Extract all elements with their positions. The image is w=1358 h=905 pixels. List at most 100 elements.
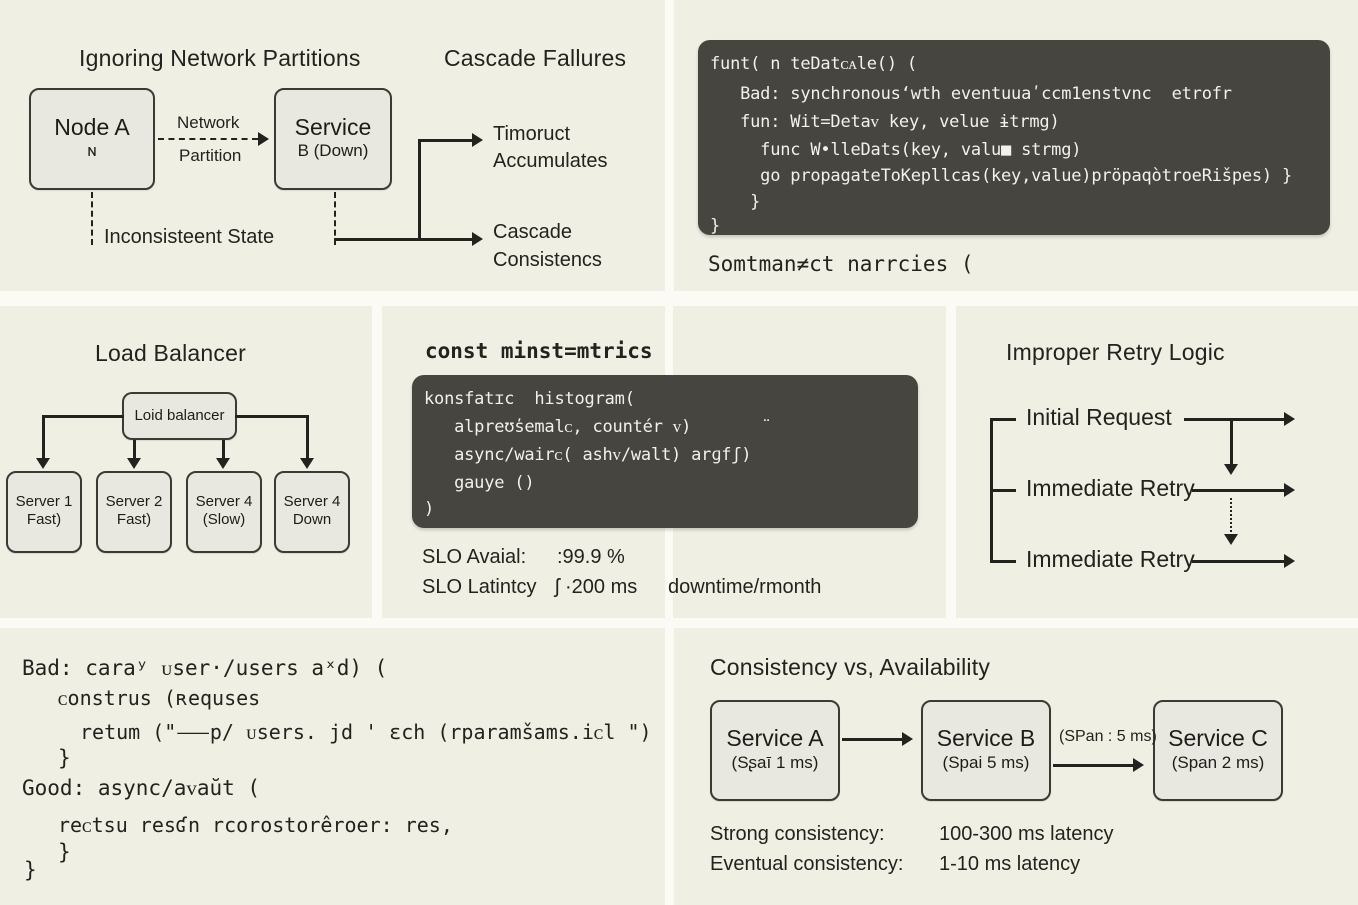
node-server-4-line2: Down <box>292 511 332 529</box>
retry-step-2-label: Immediate Retry <box>1026 475 1195 501</box>
metrics-code-line-0: konsfatɪc histogram( <box>424 389 635 409</box>
metrics-code-line-3: gauye () <box>424 473 535 493</box>
async-code-line-1: ᴄonstrus (ʀequses <box>58 686 261 710</box>
sync-code-line-3: func W•lleDats(key, valu■ strmg) <box>710 140 1082 160</box>
sync-code-line-1: Bad: synchronous‘wth eventuuaʹccm1enstvn… <box>710 84 1232 104</box>
node-service-c-line1: Service C <box>1168 725 1268 752</box>
retry-step-1-arrow-line <box>1184 418 1288 421</box>
node-load-balancer-root: Loid balancer <box>122 392 237 440</box>
node-service-b-line1: Service <box>294 113 372 140</box>
cascade-branch-1-line2: Accumulates <box>493 150 608 172</box>
node-service-c: Service C (Span 2 ms) <box>1153 700 1283 801</box>
node-server-1: Server 1 Fast) <box>6 471 82 553</box>
node-service-a-line2: (Sʂaī 1 ms) <box>731 752 819 772</box>
retry-connector-solid-arrowhead <box>1224 464 1238 475</box>
cascade-branch-2-line2: Consistencs <box>493 249 602 271</box>
async-code-line-0-rest: caraʸ ᴜser·/users aˣd) ( <box>72 656 388 680</box>
cascade-branch-2-line1: Cascade <box>493 221 572 243</box>
sync-code-line-2: fun: Wit=Detaᴠ key, velue ɨtrmg) <box>710 112 1060 132</box>
strong-consistency-value: 100-300 ms latency <box>939 823 1114 845</box>
retry-bracket-tick-2 <box>990 489 1016 492</box>
async-code-line-0: Bad: caraʸ ᴜser·/users aˣd) ( <box>22 656 387 681</box>
retry-step-3-arrowhead <box>1284 554 1295 568</box>
node-service-b: Service B (Down) <box>274 88 392 190</box>
node-server-2: Server 2 Fast) <box>96 471 172 553</box>
lb-arrowhead-3 <box>216 458 230 469</box>
network-partition-label-line1: Network <box>177 113 240 132</box>
network-partition-arrowhead <box>258 132 269 146</box>
slo-availability-value: :99.9 % <box>557 546 625 568</box>
panel-async-code: Bad: caraʸ ᴜser·/users aˣd) ( ᴄonstrus (… <box>0 628 665 905</box>
panel-network-partitions: Ignoring Network Partitions Node A ɴ Ser… <box>0 0 665 291</box>
panel-retry-logic: Improper Retry Logic Initial Request Imm… <box>956 306 1358 618</box>
retry-connector-dotted <box>1230 498 1232 536</box>
sync-code-block: funt( n teDatᴄᴀle() ( Bad: synchronous‘w… <box>698 40 1330 235</box>
slo-latency-extra: downtime/rmonth <box>668 576 822 598</box>
eventual-consistency-value: 1-10 ms latency <box>939 853 1081 875</box>
retry-step-1-arrowhead <box>1284 412 1295 426</box>
sync-code-line-6: } <box>710 216 721 235</box>
async-code-line-3: } <box>58 746 71 770</box>
async-code-line-4-prefix: Good: <box>22 776 86 800</box>
retry-connector-dotted-arrowhead <box>1224 534 1238 545</box>
metrics-code-block: konsfatɪc histogram( alpreʊs̕emalᴄ, coun… <box>412 375 918 528</box>
cascade-branch-2-arrowhead <box>472 232 483 246</box>
cascade-branch-1-arrowhead <box>472 133 483 147</box>
node-service-b-line2: B (Down) <box>297 141 369 161</box>
node-node-a-line1: Node A <box>54 113 130 140</box>
node-server-2-line2: Fast) <box>116 511 152 529</box>
retry-step-1-label: Initial Request <box>1026 404 1172 430</box>
lb-drop-4 <box>306 415 309 461</box>
async-code-line-4-rest: async/aᴠaŭt ( <box>85 776 261 800</box>
lb-drop-2 <box>133 440 136 461</box>
node-server-4: Server 4 Down <box>274 471 350 553</box>
consistency-arrow-ab-line <box>842 738 905 741</box>
node-server-3-line2: (Slow) <box>202 511 246 529</box>
cascade-branch-2-line <box>334 238 475 241</box>
slo-latency-label: SLO Latintcy <box>422 576 537 598</box>
async-code-line-2: retum ("⸺p/ ᴜsers. јd ' ɛch (rparamšams.… <box>80 720 652 744</box>
async-code-line-6: } <box>58 840 71 864</box>
node-service-a-line1: Service A <box>726 725 824 752</box>
cascade-branch-1-line <box>418 139 475 142</box>
service-b-drop-line <box>334 192 336 245</box>
sync-code-caption: Somtman≠ct narrcies ( <box>708 252 974 276</box>
metrics-code-line-4: ) <box>424 499 435 519</box>
panel-title-load-balancer: Load Balancer <box>95 340 246 366</box>
consistency-arrow-bc-line <box>1053 764 1137 767</box>
panel-load-balancer: Load Balancer Loid balancer Server 1 Fas… <box>0 306 372 618</box>
panel-title-network-partitions: Ignoring Network Partitions <box>79 45 361 71</box>
retry-connector-solid <box>1230 418 1233 466</box>
lb-arrowhead-4 <box>300 458 314 469</box>
retry-bracket-tick-3 <box>990 560 1016 563</box>
node-server-1-line1: Server 1 <box>15 492 73 510</box>
consistency-arrow-bc-arrowhead <box>1133 758 1144 772</box>
slo-latency-value: ʃ ·200 ms <box>555 576 638 598</box>
panel-title-retry-logic: Improper Retry Logic <box>1006 339 1225 365</box>
node-server-3: Server 4 (Slow) <box>186 471 262 553</box>
node-server-1-line2: Fast) <box>26 511 62 529</box>
lb-arrowhead-2 <box>127 458 141 469</box>
lb-bus-left <box>42 415 124 418</box>
node-service-c-line2: (Span 2 ms) <box>1171 752 1265 772</box>
panel-sync-code: funt( n teDatᴄᴀle() ( Bad: synchronous‘w… <box>674 0 1358 291</box>
cascade-branch-1-line1: Timoruct <box>493 123 571 145</box>
retry-step-2-arrow-line <box>1192 489 1288 492</box>
lb-drop-1 <box>42 415 45 461</box>
lb-arrowhead-1 <box>36 458 50 469</box>
sync-code-line-5: } <box>710 192 761 212</box>
async-code-line-4: Good: async/aᴠaŭt ( <box>22 776 260 801</box>
lb-drop-3 <box>222 440 225 461</box>
cascade-trunk-line <box>418 139 421 240</box>
node-a-drop-line <box>91 192 93 245</box>
node-node-a-line2: ɴ <box>87 141 97 161</box>
panel-consistency-availability: Consistency vs, Availability Service A (… <box>674 628 1358 905</box>
metrics-code-line-1: alpreʊs̕emalᴄ, countér ᴠ) ¨ <box>424 417 772 437</box>
consistency-arrow-ab-arrowhead <box>902 732 913 746</box>
node-server-4-line1: Server 4 <box>283 492 341 510</box>
panel-title-consistency-availability: Consistency vs, Availability <box>710 654 991 680</box>
metrics-heading: const minst=mtrics <box>425 339 653 363</box>
node-consistency-service-b-line2: (Spai 5 ms) <box>942 752 1030 772</box>
retry-bracket-tick-1 <box>990 418 1016 421</box>
